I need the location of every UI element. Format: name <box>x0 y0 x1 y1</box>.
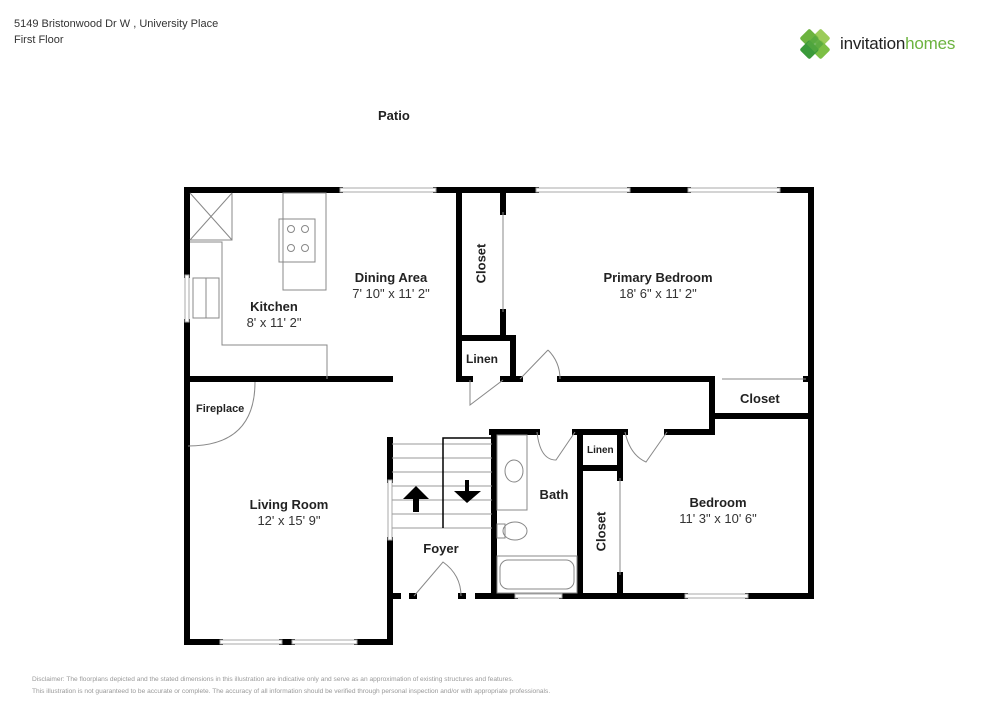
closet-bedroom-label: Closet <box>593 511 609 552</box>
brand-name: invitationhomes <box>840 34 956 53</box>
clover-logo-icon <box>800 29 830 59</box>
closet-primary-label: Closet <box>473 243 489 284</box>
fireplace-label: Fireplace <box>196 403 245 415</box>
floor-label: First Floor <box>14 34 64 46</box>
stair-up-arrow-icon <box>403 486 429 512</box>
property-header: 5149 Bristonwood Dr W , University Place… <box>14 16 218 48</box>
patio-label: Patio <box>378 108 410 123</box>
linen-hall-label: Linen <box>587 445 614 456</box>
disclaimer: Disclaimer: The floorplans depicted and … <box>32 676 551 695</box>
room-bath: Bath <box>539 487 569 502</box>
room-living-room: Living Room 12' x 15' 9" <box>249 497 329 528</box>
room-foyer: Foyer <box>423 541 459 556</box>
stair-arrows <box>403 480 481 512</box>
closet-hall-label: Closet <box>740 391 780 406</box>
stair-down-arrow-icon <box>454 491 481 503</box>
room-dining-area: Dining Area 7' 10" x 11' 2" <box>352 270 430 301</box>
room-primary-bedroom: Primary Bedroom 18' 6" x 11' 2" <box>603 270 713 301</box>
property-address: 5149 Bristonwood Dr W , University Place <box>14 18 219 30</box>
linen-primary-label: Linen <box>466 352 498 366</box>
brand-logo: invitationhomes <box>797 26 955 62</box>
room-kitchen: Kitchen 8' x 11' 2" <box>246 299 302 330</box>
room-bedroom: Bedroom 11' 3" x 10' 6" <box>679 495 757 526</box>
